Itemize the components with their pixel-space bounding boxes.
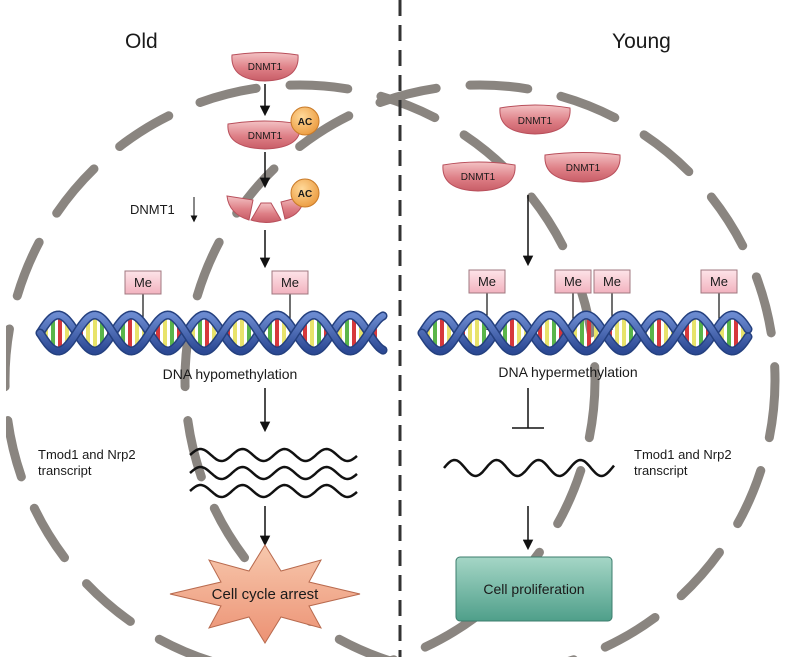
acetyl-label: AC	[298, 117, 312, 128]
young-transcript	[443, 458, 615, 478]
old-dnmt1-acetylated: DNMT1 AC	[227, 106, 320, 150]
methyl-box	[593, 269, 631, 294]
methyl-label: Me	[281, 275, 299, 290]
dnmt1-decrease-label: DNMT1	[130, 202, 175, 217]
methyl-label: Me	[134, 275, 152, 290]
methyl-box	[700, 269, 738, 294]
young-methyl-tags: Me Me Me Me	[468, 269, 738, 330]
cell-proliferation-label: Cell proliferation	[483, 581, 584, 597]
old-transcripts	[189, 447, 358, 499]
cell-cycle-arrest-burst: Cell cycle arrest	[169, 544, 361, 644]
old-methyl-tags: Me Me	[124, 270, 309, 330]
young-dna-helix	[417, 310, 753, 356]
old-dna-helix	[35, 310, 388, 356]
dna-strand-front-fill	[419, 311, 751, 355]
young-dna-label: DNA hypermethylation	[498, 364, 637, 380]
cell-proliferation-box: Cell proliferation	[455, 556, 613, 622]
degraded-dnmt1: AC	[226, 178, 320, 223]
acetyl-group-2	[290, 178, 320, 208]
young-dnmt1-label-3: DNMT1	[566, 163, 601, 174]
young-dnmt1-1: DNMT1	[499, 104, 571, 135]
young-dnmt1-3: DNMT1	[544, 152, 621, 183]
methyl-label: Me	[710, 274, 728, 289]
young-title: Young	[612, 30, 671, 53]
acetyl-group	[290, 106, 320, 136]
young-dnmt1-label-1: DNMT1	[518, 116, 553, 127]
methyl-label: Me	[478, 274, 496, 289]
old-transcript-label-1: Tmod1 and Nrp2	[38, 447, 136, 462]
old-transcript-label-2: transcript	[38, 463, 92, 478]
dna-strand-front-fill	[37, 311, 386, 355]
methyl-label: Me	[603, 274, 621, 289]
methyl-box	[124, 270, 162, 295]
old-dnmt1-acetylated-label: DNMT1	[248, 131, 283, 142]
methyl-box	[554, 269, 592, 294]
methyl-box	[468, 269, 506, 294]
young-inhibition	[512, 388, 544, 429]
methyl-box	[271, 270, 309, 295]
old-dna-label: DNA hypomethylation	[163, 366, 298, 382]
young-transcript-label-1: Tmod1 and Nrp2	[634, 447, 732, 462]
old-dnmt1-top-label: DNMT1	[248, 62, 283, 73]
acetyl-label-2: AC	[298, 189, 312, 200]
cell-cycle-arrest-label: Cell cycle arrest	[212, 586, 320, 603]
old-title: Old	[125, 30, 158, 53]
methyl-label: Me	[564, 274, 582, 289]
dna-strand-back-fill	[37, 311, 386, 355]
dna-strand-back-fill	[419, 311, 751, 355]
young-transcript-label-2: transcript	[634, 463, 688, 478]
old-dnmt1-top: DNMT1	[231, 52, 299, 82]
young-dnmt1-2: DNMT1	[442, 161, 516, 192]
young-cell-membrane	[180, 80, 780, 657]
young-dnmt1-label-2: DNMT1	[461, 172, 496, 183]
